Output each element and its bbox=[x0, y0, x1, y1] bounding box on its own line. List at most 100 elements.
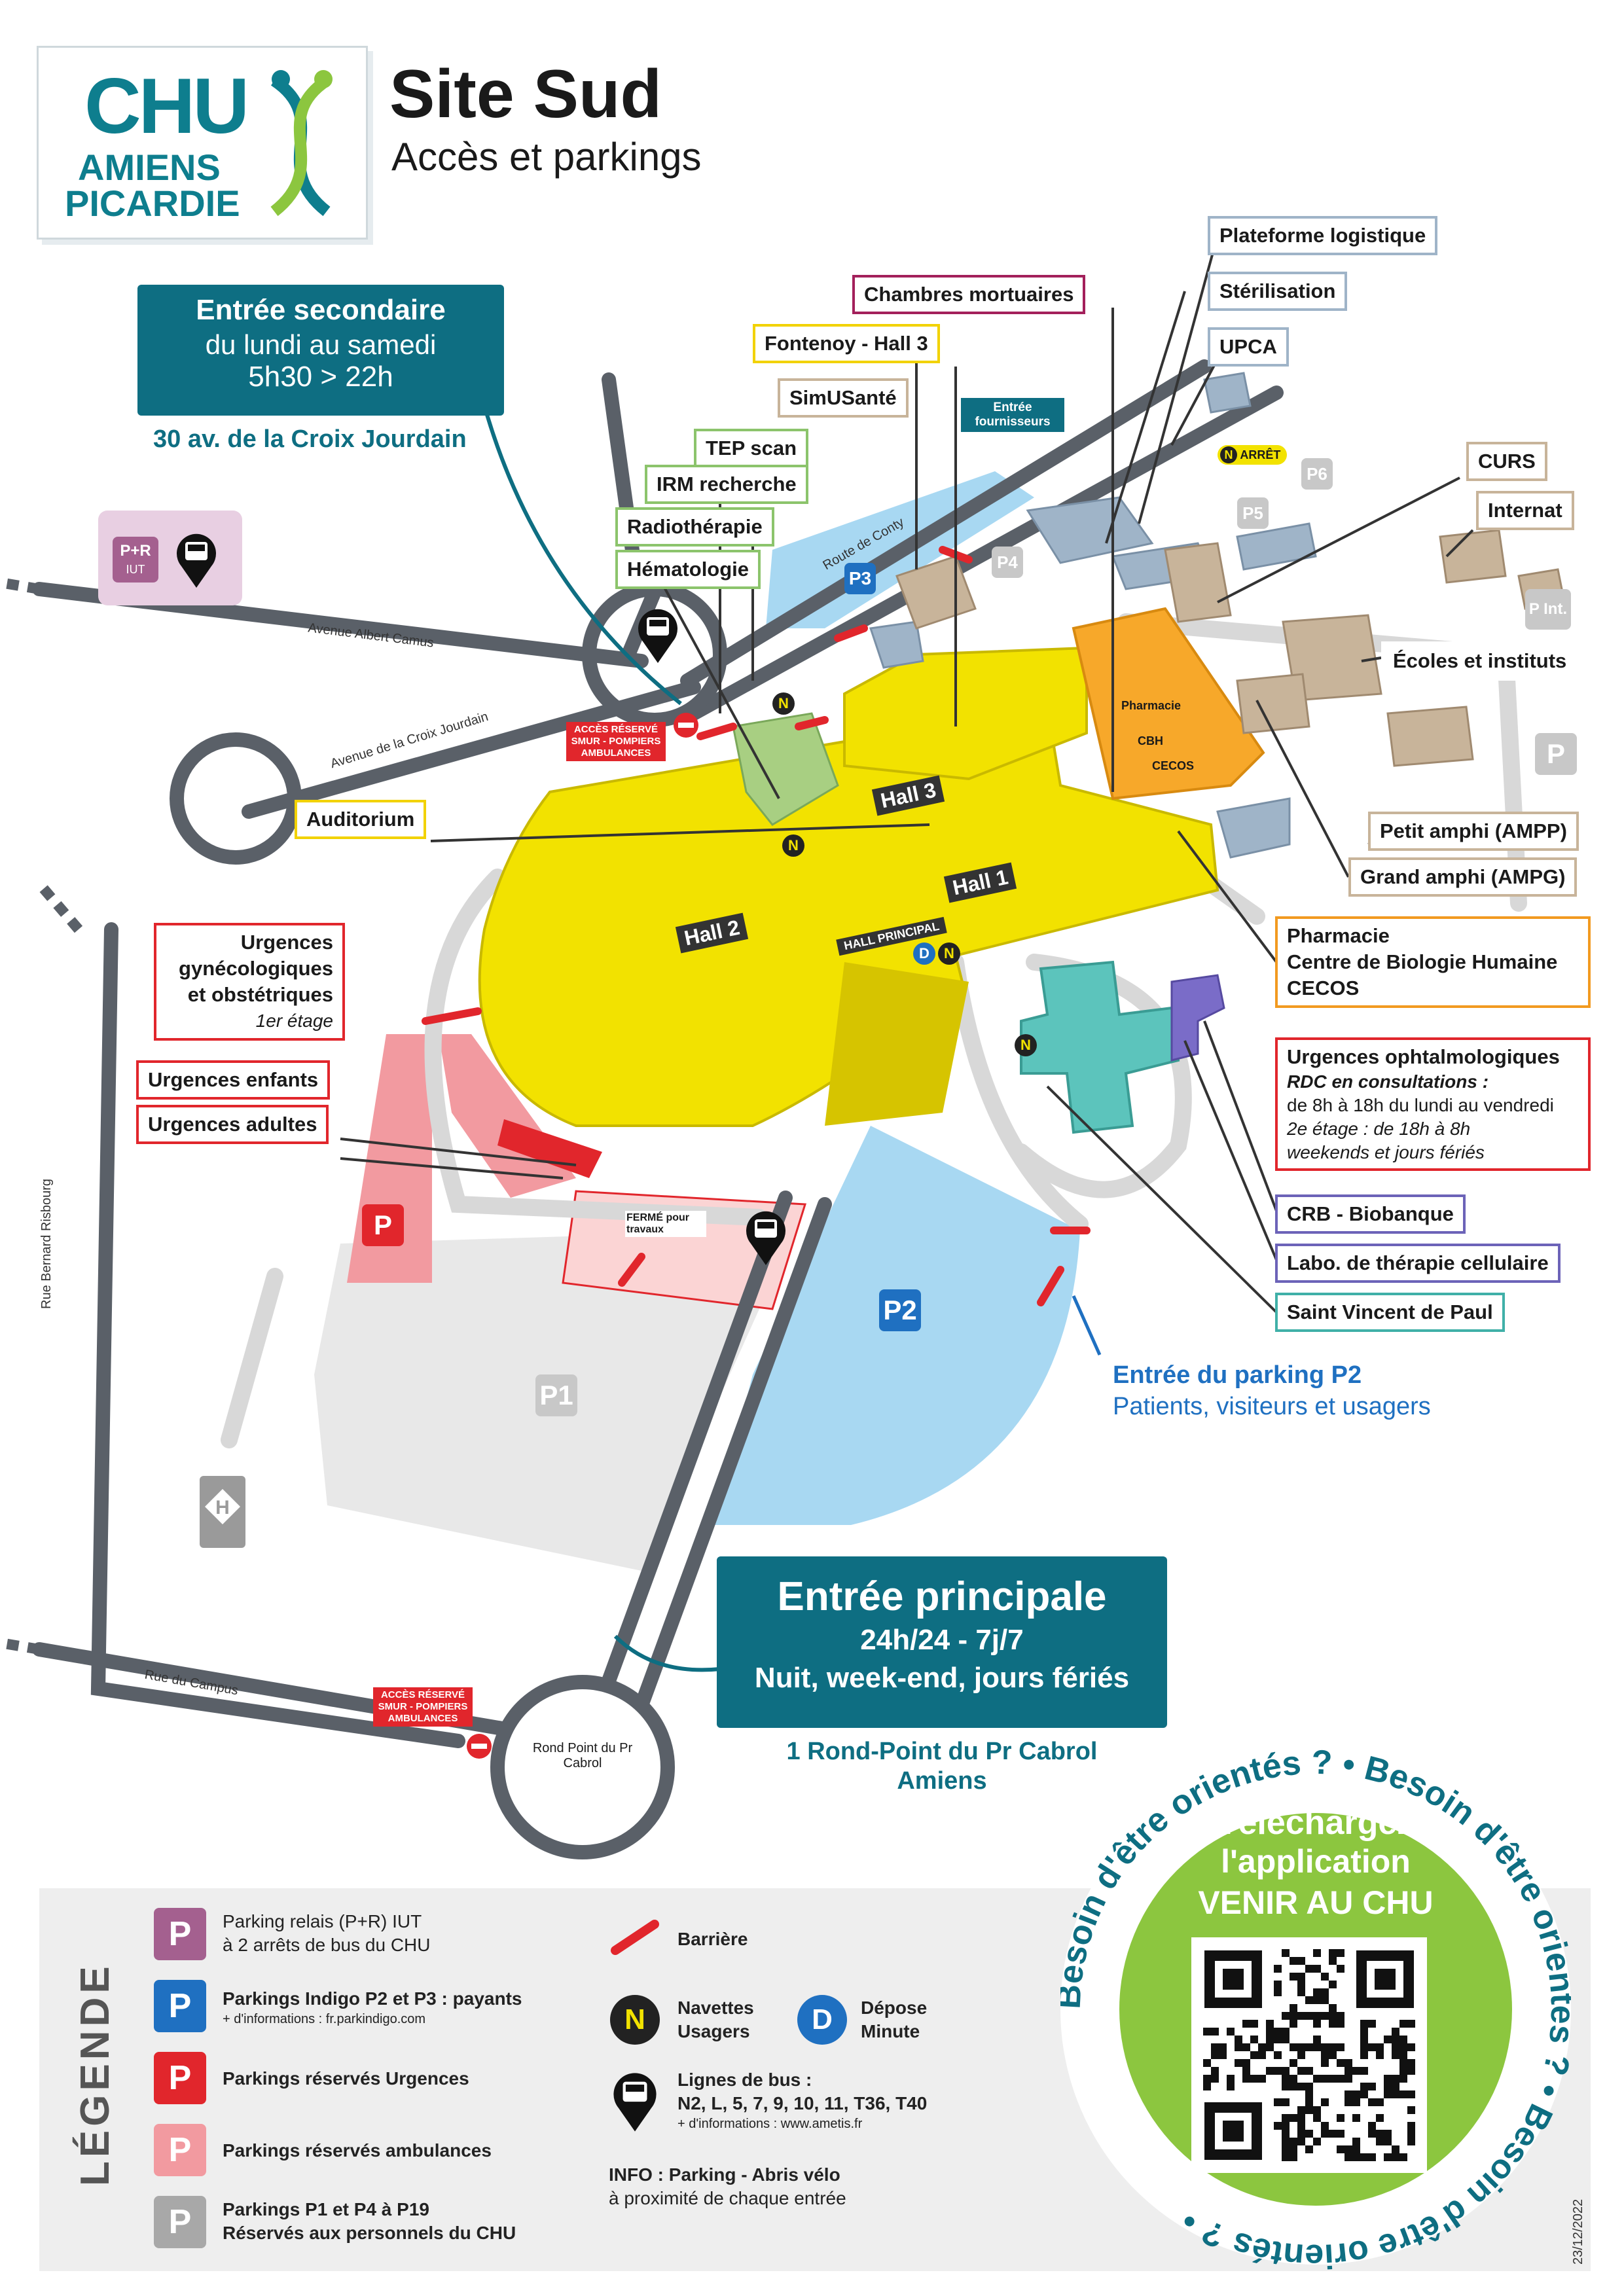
qr-code[interactable] bbox=[1191, 1937, 1427, 2173]
qr-module bbox=[1242, 2075, 1250, 2083]
legend-barrier-text: Barrière bbox=[677, 1929, 748, 1949]
page-subtitle: Accès et parkings bbox=[391, 135, 702, 179]
label-labo: Labo. de thérapie cellulaire bbox=[1275, 1244, 1561, 1283]
qr-module bbox=[1329, 2004, 1337, 2012]
qr-module bbox=[1337, 1949, 1344, 1957]
main-entrance-address1: 1 Rond-Point du Pr Cabrol bbox=[786, 1738, 1098, 1765]
legend-indigo-text: Parkings Indigo P2 et P3 : payants + d'i… bbox=[223, 1988, 522, 2026]
qr-module bbox=[1368, 2098, 1376, 2106]
qr-module bbox=[1321, 2122, 1329, 2130]
qr-module bbox=[1211, 2043, 1219, 2051]
qr-module bbox=[1290, 2043, 1297, 2051]
qr-module bbox=[1376, 2098, 1384, 2106]
label-crb: CRB - Biobanque bbox=[1275, 1194, 1466, 1234]
qr-module bbox=[1360, 2043, 1368, 2051]
qr-module bbox=[1321, 1973, 1329, 1981]
label-upca: UPCA bbox=[1208, 327, 1289, 367]
qr-module bbox=[1321, 2012, 1329, 2020]
qr-module bbox=[1274, 1988, 1282, 1996]
qr-module bbox=[1392, 2145, 1399, 2153]
urgences-entrance-bar bbox=[497, 1119, 602, 1178]
svg-text:H: H bbox=[215, 1497, 230, 1518]
qr-module bbox=[1297, 2083, 1305, 2090]
qr-module bbox=[1227, 2083, 1235, 2090]
qr-module bbox=[1290, 2012, 1297, 2020]
qr-module bbox=[1227, 2028, 1235, 2036]
qr-module bbox=[1266, 2020, 1274, 2028]
qr-module bbox=[1313, 2075, 1321, 2083]
main-hospital-hatched bbox=[825, 962, 969, 1126]
label-fontenoy: Fontenoy - Hall 3 bbox=[753, 324, 940, 363]
qr-module bbox=[1290, 2138, 1297, 2145]
qr-module bbox=[1352, 2145, 1360, 2153]
legend-bus-icon bbox=[613, 2073, 657, 2132]
qr-module bbox=[1368, 2122, 1376, 2130]
radiotherapie-building bbox=[732, 712, 839, 826]
qr-module bbox=[1399, 2075, 1407, 2083]
qr-module bbox=[1313, 1996, 1321, 2004]
qr-module bbox=[1392, 2036, 1399, 2043]
qr-module bbox=[1313, 1949, 1321, 1957]
label-urgences-adultes: Urgences adultes bbox=[136, 1105, 329, 1144]
qr-module bbox=[1321, 1996, 1329, 2004]
qr-module bbox=[1399, 2067, 1407, 2075]
page-title: Site Sud bbox=[389, 56, 662, 132]
qr-module bbox=[1297, 1973, 1305, 1981]
qr-module bbox=[1376, 2043, 1384, 2051]
qr-module bbox=[1274, 2051, 1282, 2059]
secondary-entrance-days: du lundi au samedi bbox=[205, 329, 437, 360]
qr-module bbox=[1392, 2028, 1399, 2036]
parking-p-badge: P bbox=[1535, 733, 1577, 775]
qr-module bbox=[1344, 2145, 1352, 2153]
qr-module bbox=[1203, 2059, 1211, 2067]
label-auditorium: Auditorium bbox=[295, 800, 427, 839]
parking-p3-badge: P3 bbox=[844, 563, 876, 594]
qr-module bbox=[1297, 1988, 1305, 1996]
qr-module bbox=[1274, 2028, 1282, 2036]
qr-module bbox=[1290, 2114, 1297, 2122]
legend-navette-icon: N bbox=[610, 1995, 660, 2045]
qr-module bbox=[1250, 2075, 1258, 2083]
parking-p1-badge: P1 bbox=[535, 1374, 577, 1416]
qr-module bbox=[1242, 2059, 1250, 2067]
qr-module bbox=[1399, 2090, 1407, 2098]
depose-minute-icon: D bbox=[913, 942, 935, 965]
main-entrance-days: Nuit, week-end, jours fériés bbox=[754, 1662, 1130, 1694]
qr-module bbox=[1266, 2043, 1274, 2051]
qr-module bbox=[1282, 2028, 1290, 2036]
qr-module bbox=[1290, 2004, 1297, 2012]
qr-module bbox=[1337, 2130, 1344, 2138]
qr-module bbox=[1290, 2145, 1297, 2153]
qr-module bbox=[1321, 2059, 1329, 2067]
qr-module bbox=[1321, 2130, 1329, 2138]
parking-urgences-badge: P bbox=[362, 1204, 404, 1246]
qr-module bbox=[1399, 2153, 1407, 2161]
qr-module bbox=[1360, 2051, 1368, 2059]
navette-stop-icon: N bbox=[938, 942, 960, 965]
qr-module bbox=[1329, 2075, 1337, 2083]
qr-module bbox=[1399, 2036, 1407, 2043]
qr-module bbox=[1368, 2083, 1376, 2090]
saint-vincent-building bbox=[1020, 960, 1180, 1134]
qr-module bbox=[1337, 2075, 1344, 2083]
qr-module bbox=[1407, 2130, 1415, 2138]
qr-module bbox=[1392, 2090, 1399, 2098]
legend-info-text: INFO : Parking - Abris vélo à proximité … bbox=[609, 2164, 846, 2208]
qr-module bbox=[1282, 2138, 1290, 2145]
qr-module bbox=[1368, 2020, 1376, 2028]
parking-ferme-label: FERMÉ pour travaux bbox=[625, 1211, 706, 1237]
road-bernard-risbourg: Rue Bernard Risbourg bbox=[39, 1179, 54, 1309]
qr-module bbox=[1297, 1957, 1305, 1965]
qr-module bbox=[1360, 2083, 1368, 2090]
main-entrance-hours: 24h/24 - 7j/7 bbox=[860, 1624, 1024, 1656]
qr-module bbox=[1329, 2043, 1337, 2051]
qr-module bbox=[1399, 2059, 1407, 2067]
qr-module bbox=[1266, 2036, 1274, 2043]
qr-module bbox=[1321, 2098, 1329, 2106]
qr-module bbox=[1352, 2090, 1360, 2098]
legend-title: LÉGENDE bbox=[73, 1962, 118, 2186]
app-line2: l'application bbox=[1221, 1843, 1411, 1880]
qr-module bbox=[1282, 2114, 1290, 2122]
qr-module bbox=[1360, 2090, 1368, 2098]
